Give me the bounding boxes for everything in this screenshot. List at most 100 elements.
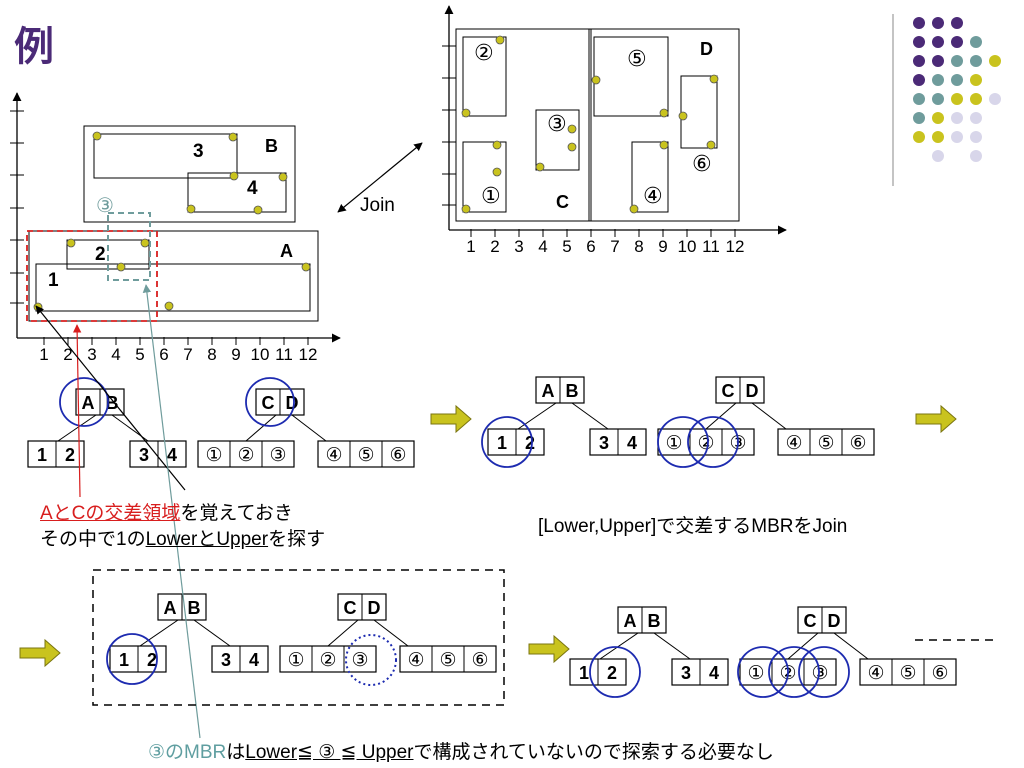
red-pointer [72,324,82,498]
selection-circle [59,377,109,427]
join-arrow [337,142,423,213]
node-cell-label: ① [747,663,764,684]
node-cell-label: ④ [785,433,802,454]
page-title: 例 [14,25,54,69]
flow-arrow-2 [915,404,957,434]
rect-2 [66,239,150,270]
mbr-B [83,125,296,223]
node-cell-label: A [164,598,177,618]
caption-no-search: ③のMBRはLower≦ ③ ≦ Upperで構成されていないので探索する必要な… [148,737,774,764]
mbr-C [455,28,592,222]
label-c4: ④ [643,183,663,208]
x-tick-label: 11 [702,237,720,256]
node-cell-label: A [624,611,637,631]
flow-arrows [19,404,957,668]
selection-circle [657,416,709,468]
node-cell-label: ③ [269,445,286,466]
label-c1: ① [481,183,501,208]
caption-no-search-d: で構成されていないので探索する必要なし [413,742,774,763]
x-tick-label: 4 [111,345,120,364]
node-cell-label: 3 [139,445,149,465]
node-cell-label: ⑤ [357,445,374,466]
node-cell-label: D [286,393,299,413]
label-3: 3 [193,141,204,162]
node-cell-label: D [368,598,381,618]
node-cell-label: ⑤ [899,663,916,684]
node-cell-label: B [566,381,579,401]
node-cell-label: 3 [681,663,691,683]
node-cell-label: ③ [811,663,828,684]
node-cell-label: C [262,393,275,413]
label-circled-3: ③ [96,195,114,217]
selection-circle [345,634,397,686]
flow-arrow-1 [430,404,472,434]
x-tick-label: 7 [183,345,192,364]
rect-c1 [462,141,507,213]
x-tick-label: 2 [490,237,499,256]
node-cell-label: 4 [167,445,177,465]
flow-arrow-3 [19,638,61,668]
caption-lower-upper-a: その中で1の [40,529,146,550]
node-cell-label: C [804,611,817,631]
node-cell-label: B [106,393,119,413]
node-cell-label: 1 [579,663,589,683]
node-cell-label: ⑥ [389,445,406,466]
selection-circle [768,646,820,698]
node-cell-label: C [344,598,357,618]
label-B: B [265,136,278,156]
node-cell-label: ⑥ [849,433,866,454]
node-cell-label: ④ [867,663,884,684]
node-cell-label: ③ [351,650,368,671]
caption-lower-upper-b: LowerとUpper [145,529,269,550]
right-points [461,35,719,214]
x-tick-label: 10 [251,345,270,364]
x-tick-label: 1 [39,345,48,364]
node-cell-label: 4 [709,663,719,683]
x-tick-label: 1 [466,237,475,256]
x-tick-label: 11 [275,345,293,364]
selection-circle [589,646,641,698]
x-tick-label: 9 [231,345,240,364]
black-pointer [35,305,186,491]
x-tick-label: 8 [207,345,216,364]
node-cell-label: 1 [37,445,47,465]
label-C: C [556,192,569,212]
node-cell-label: ② [319,650,336,671]
selection-circle [106,633,158,685]
left-y-ticks [10,110,24,304]
label-A: A [280,241,293,261]
caption-lower-upper: その中で1のLowerとUpperを探す [40,524,325,551]
node-cell-label: A [82,393,95,413]
selection-circle [737,646,789,698]
caption-intersection-red: AとCの交差領域 [40,503,181,524]
node-cell-label: 2 [147,650,157,670]
selection-circle [481,416,533,468]
selection-circle [687,416,739,468]
x-tick-label: 2 [63,345,72,364]
node-cell-label: ① [287,650,304,671]
node-cell-label: C [722,381,735,401]
node-cell-label: 2 [65,445,75,465]
rect-3 [93,133,238,179]
label-D: D [700,39,713,59]
dashed-frame [92,569,505,706]
caption-intersection-rest: を覚えておき [180,503,293,524]
x-tick-label: 10 [678,237,697,256]
node-cell-label: 1 [497,433,507,453]
x-tick-label: 6 [159,345,168,364]
label-c5: ⑤ [627,46,647,71]
node-cell-label: 2 [525,433,535,453]
